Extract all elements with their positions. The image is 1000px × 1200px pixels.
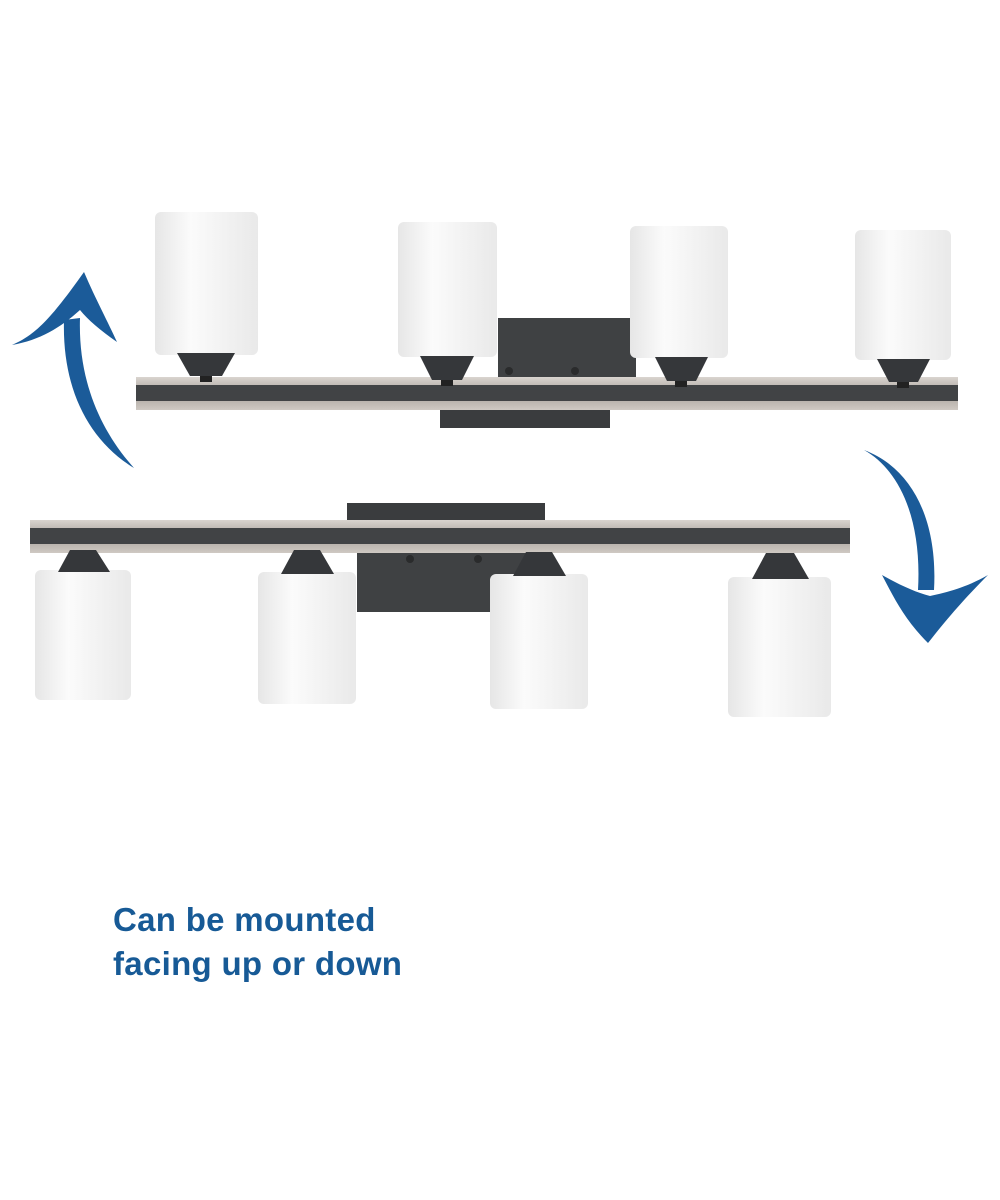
rotate-down-arrow-icon [864, 450, 988, 643]
fixture-facing-up [136, 212, 958, 428]
shade [155, 212, 258, 382]
backplate [498, 318, 636, 382]
shade [258, 550, 356, 704]
caption-line-2: facing up or down [113, 945, 403, 982]
shade [728, 553, 831, 717]
rotate-up-arrow-icon [12, 272, 135, 468]
backplate-lower [440, 408, 610, 428]
fixture-facing-down [30, 503, 850, 717]
shade [490, 552, 588, 709]
shade [630, 226, 728, 387]
shade [35, 550, 131, 700]
mounting-caption: Can be mounted facing up or down [113, 898, 402, 986]
shade [855, 230, 951, 388]
caption-line-1: Can be mounted [113, 901, 376, 938]
shade [398, 222, 497, 386]
backplate [347, 503, 545, 523]
